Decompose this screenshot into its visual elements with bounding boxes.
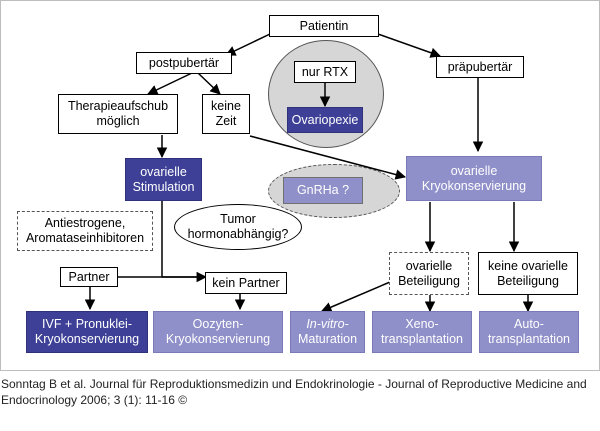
- node-keine-ovarielle-beteiligung: keine ovarielle Beteiligung: [478, 252, 578, 295]
- arrow-patientin-praepubertaer: [377, 33, 441, 58]
- connector-arrows: [84, 33, 534, 313]
- arrow-beteiligung-ivm: [321, 281, 391, 313]
- flow-diagram: Patientin postpubertär präpubertär nur R…: [17, 15, 579, 353]
- node-in-vitro-maturation: In-vitro-Maturation: [290, 311, 365, 353]
- node-ovariopexie: Ovariopexie: [287, 107, 363, 133]
- node-nur-rtx: nur RTX: [294, 61, 356, 83]
- node-partner: Partner: [60, 267, 118, 287]
- node-keine-zeit: keine Zeit: [202, 94, 250, 134]
- node-patientin: Patientin: [269, 15, 379, 37]
- arrow-patientin-postpubertaer: [225, 33, 271, 56]
- node-ivf-pronuklei: IVF + Pronuklei- Kryokonservierung: [26, 311, 148, 353]
- node-postpubertaer: postpubertär: [136, 52, 232, 74]
- node-praepubertaer: präpubertär: [436, 56, 524, 78]
- node-ovarielle-stimulation: ovarielle Stimulation: [125, 158, 202, 201]
- node-therapieaufschub: Therapieaufschub möglich: [58, 94, 178, 134]
- in-vitro-label: In-vitro-Maturation: [297, 317, 358, 346]
- figure-caption: Sonntag B et al. Journal für Reproduktio…: [1, 377, 587, 407]
- arrow-postpubertaer-keine-zeit: [197, 72, 221, 95]
- arrow-postpubertaer-therapieaufschub: [147, 72, 193, 95]
- node-ovarielle-beteiligung: ovarielle Beteiligung: [389, 252, 469, 295]
- node-ovarielle-kryokonservierung: ovarielle Kryokonservierung: [406, 156, 542, 201]
- node-xenotransplantation: Xeno- transplantation: [372, 311, 472, 353]
- node-tumor-hormonabhaengig: Tumor hormonabhängig?: [174, 204, 302, 250]
- node-kein-partner: kein Partner: [205, 272, 287, 294]
- node-gnrha: GnRHa ?: [283, 177, 363, 204]
- arrow-keine-zeit-kryo: [249, 135, 407, 180]
- node-autotransplantation: Auto- transplantation: [479, 311, 579, 353]
- node-oozyten-kryokonservierung: Oozyten- Kryokonservierung: [153, 311, 283, 353]
- node-antiestrogene: Antiestrogene, Aromataseinhibitoren: [17, 211, 153, 251]
